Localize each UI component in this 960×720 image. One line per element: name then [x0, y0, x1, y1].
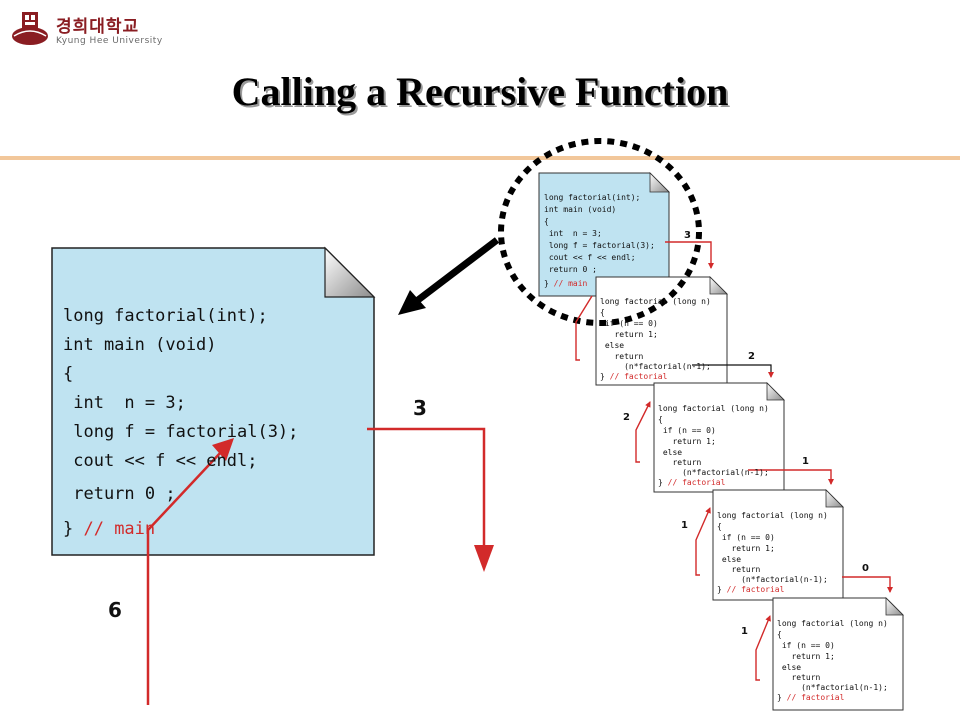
fact2-line-2: { [658, 415, 663, 424]
fact1-brace: } [600, 372, 610, 381]
small-main-line-8: } // main [544, 279, 587, 288]
fact3-line-7: (n*factorial(n-1); [717, 575, 828, 584]
small-main-line-4: int n = 3; [544, 229, 602, 238]
fact1-line-3: if (n == 0) [600, 319, 658, 328]
fact2-comment: // factorial [667, 478, 726, 487]
main-code-line-5: long f = factorial(3); [63, 422, 299, 442]
call-arrow-1 [748, 469, 834, 485]
fact2-line-3: if (n == 0) [658, 426, 716, 435]
factorial-document-3 [712, 489, 844, 601]
logo-english-name: Kyung Hee University [56, 36, 163, 46]
fact4-line-4: return 1; [777, 652, 835, 661]
label-call-1: 1 [802, 456, 809, 467]
fact2-line-1: long factorial (long n) [658, 404, 769, 413]
return-arrow-1b [755, 615, 771, 681]
slide-title: Calling a Recursive Function [231, 69, 729, 114]
return-arrow-6 [146, 450, 223, 705]
main-code-document [51, 247, 375, 556]
call-arrow-2 [692, 364, 774, 378]
label-return-1: 1 [681, 520, 688, 531]
fact2-line-6: return [658, 458, 702, 467]
main-code-line-8: } // main [63, 519, 155, 539]
university-seal-icon [12, 12, 48, 45]
small-main-line-7: return 0 ; [544, 265, 597, 274]
call-arrow-3 [367, 427, 486, 545]
fact3-line-6: return [717, 565, 761, 574]
main-code-line-3: { [63, 364, 74, 384]
fact3-line-5: else [717, 555, 742, 564]
small-main-line-2: int main (void) [544, 205, 617, 214]
factorial-document-2 [653, 382, 785, 493]
small-main-line-6: cout << f << endl; [544, 253, 636, 262]
fact3-comment: // factorial [726, 585, 785, 594]
fact3-line-8: } // factorial [717, 585, 784, 594]
fact2-line-8: } // factorial [658, 478, 725, 487]
small-return-arrow-6 [575, 295, 593, 361]
main-code-line-2: int main (void) [63, 335, 217, 355]
label-call-2: 2 [748, 351, 755, 362]
fact3-brace: } [717, 585, 727, 594]
fact4-line-3: if (n == 0) [777, 641, 835, 650]
fact1-line-8: } // factorial [600, 372, 667, 381]
fact4-line-8: } // factorial [777, 693, 844, 702]
zoom-dotted-circle [498, 138, 702, 326]
fact1-line-5: else [600, 341, 625, 350]
small-main-line-3: { [544, 217, 549, 226]
small-main-document [538, 172, 670, 297]
label-return-6: 6 [108, 598, 122, 622]
fact3-line-4: return 1; [717, 544, 775, 553]
small-main-comment: // main [553, 279, 588, 288]
call-arrow-0 [842, 576, 893, 593]
label-small-3: 3 [684, 230, 691, 241]
label-call-0: 0 [862, 563, 869, 574]
small-call-arrow-3 [665, 241, 714, 269]
fact1-line-6: return [600, 352, 644, 361]
fact4-line-1: long factorial (long n) [777, 619, 888, 628]
label-return-1b: 1 [741, 626, 748, 637]
main-code-line-1: long factorial(int); [63, 306, 268, 326]
fact1-comment: // factorial [609, 372, 668, 381]
label-return-2: 2 [623, 412, 630, 423]
small-main-line-1: long factorial(int); [544, 193, 641, 202]
factorial-document-1 [595, 276, 728, 386]
fact4-line-7: (n*factorial(n-1); [777, 683, 888, 692]
main-comment: // main [83, 519, 156, 539]
fact3-line-3: if (n == 0) [717, 533, 775, 542]
zoom-arrow [398, 237, 500, 315]
fact2-line-5: else [658, 448, 683, 457]
closing-brace: } [63, 519, 84, 539]
main-doc-fold [324, 246, 376, 298]
main-code-line-7: return 0 ; [63, 484, 176, 504]
university-logo: 경희대학교 Kyung Hee University [10, 6, 170, 50]
factorial-document-4 [772, 597, 904, 711]
fact1-line-2: { [600, 308, 605, 317]
return-arrow-1 [695, 507, 711, 576]
main-code-line-6: cout << f << endl; [63, 451, 258, 471]
fact4-comment: // factorial [786, 693, 845, 702]
fact1-line-1: long factorial (long n) [600, 297, 711, 306]
fact2-brace: } [658, 478, 668, 487]
small-main-line-5: long f = factorial(3); [544, 241, 655, 250]
fact3-line-2: { [717, 522, 722, 531]
fact4-line-5: else [777, 663, 802, 672]
fact1-line-7: (n*factorial(n-1); [600, 362, 711, 371]
fact4-line-6: return [777, 673, 821, 682]
fact4-line-2: { [777, 630, 782, 639]
label-argument-3: 3 [413, 396, 427, 420]
fact2-line-7: (n*factorial(n-1); [658, 468, 769, 477]
fact2-line-4: return 1; [658, 437, 716, 446]
main-code-line-4: int n = 3; [63, 393, 186, 413]
logo-korean-name: 경희대학교 [56, 17, 140, 37]
small-closing-brace: } [544, 279, 554, 288]
fact4-brace: } [777, 693, 787, 702]
title-divider [0, 156, 960, 160]
fact3-line-1: long factorial (long n) [717, 511, 828, 520]
return-arrow-2 [635, 401, 651, 463]
fact1-line-4: return 1; [600, 330, 658, 339]
